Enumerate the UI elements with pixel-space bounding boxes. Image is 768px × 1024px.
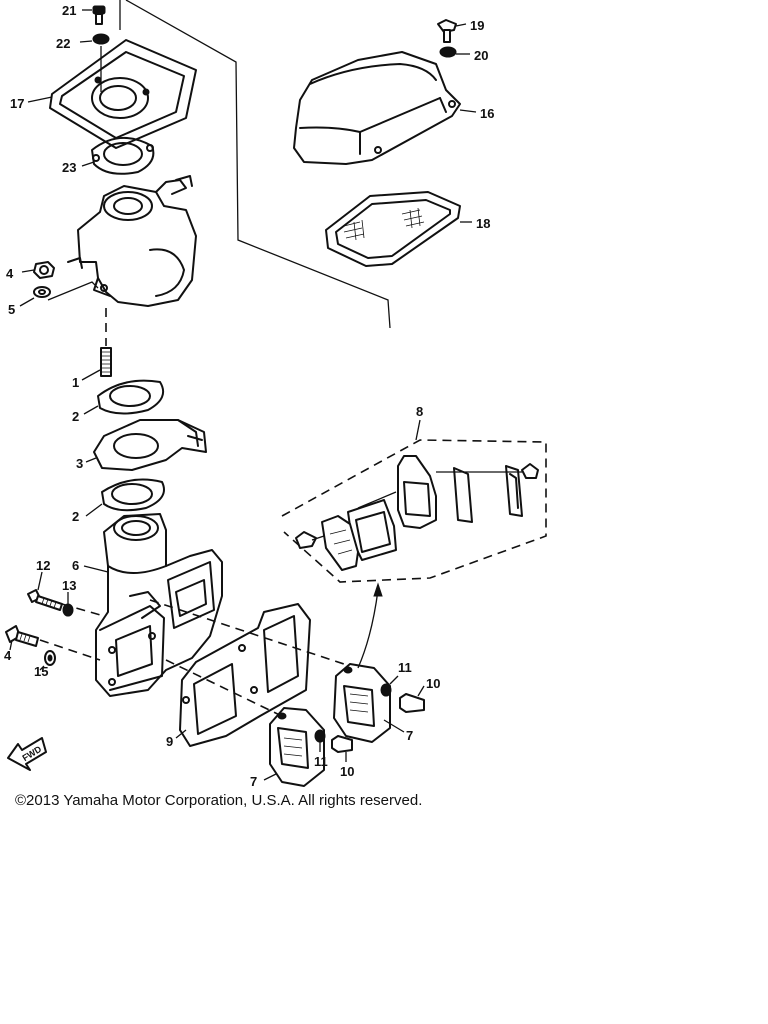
callout-7b: 7: [250, 774, 257, 789]
callout-labels: 21 22 17 23 4 5 1 2 3 2 6 12 13 4 15 9 7…: [4, 3, 494, 789]
callout-13: 13: [62, 578, 76, 593]
callout-10b: 10: [340, 764, 354, 779]
part-19-screw: [437, 19, 467, 43]
callout-12: 12: [36, 558, 50, 573]
part-1-stud: [81, 347, 112, 381]
fwd-arrow-icon: FWD: [7, 737, 47, 771]
part-20-washer: [439, 46, 470, 58]
assembly-line-lower: [39, 599, 351, 721]
callout-4a: 4: [6, 266, 14, 281]
part-2-gasket-upper: [83, 379, 164, 415]
part-18-filter-element: [325, 191, 472, 267]
callout-21: 21: [62, 3, 76, 18]
carburetor-body: [67, 175, 197, 307]
callout-22: 22: [56, 36, 70, 51]
callout-4b: 4: [4, 648, 12, 663]
callout-18: 18: [476, 216, 490, 231]
part-11-washer-right: [380, 675, 399, 697]
part-4-nut: [21, 261, 55, 279]
part-2-gasket-lower: [85, 478, 165, 517]
part-7-reed-valve-left: [263, 707, 325, 787]
part-5-washer: [19, 281, 99, 307]
part-15-washer: [39, 650, 56, 671]
part-11-washer-left: [314, 729, 326, 752]
callout-3: 3: [76, 456, 83, 471]
copyright-notice: ©2013 Yamaha Motor Corporation, U.S.A. A…: [15, 792, 423, 809]
callout-8: 8: [416, 404, 423, 419]
callout-2b: 2: [72, 509, 79, 524]
callout-9: 9: [166, 734, 173, 749]
part-4-bolt: [5, 625, 39, 651]
callout-5: 5: [8, 302, 15, 317]
guide-line-top: [119, 0, 391, 329]
callout-16: 16: [480, 106, 494, 121]
callout-1: 1: [72, 375, 79, 390]
callout-2a: 2: [72, 409, 79, 424]
part-9-gasket: [175, 603, 311, 747]
callout-7a: 7: [406, 728, 413, 743]
callout-19: 19: [470, 18, 484, 33]
part-23-gasket: [81, 136, 155, 175]
callout-15: 15: [34, 664, 48, 679]
part-3-bracket: [85, 419, 207, 471]
callout-23: 23: [62, 160, 76, 175]
callout-11b: 11: [314, 754, 328, 769]
callout-6: 6: [72, 558, 79, 573]
callout-11a: 11: [398, 660, 412, 675]
callout-10a: 10: [426, 676, 440, 691]
part-17-cover-plate: [27, 39, 197, 149]
part-6-intake-manifold: [83, 513, 223, 697]
part-10-screw-right: [399, 685, 425, 713]
part-10-screw-left: [331, 735, 353, 762]
callout-17: 17: [10, 96, 24, 111]
part-16-silencer-cover: [293, 51, 477, 165]
part-21-bolt: [82, 5, 106, 25]
callout-20: 20: [474, 48, 488, 63]
part-22-washer: [79, 33, 110, 45]
part-12-bolt: [27, 571, 63, 611]
part-7-reed-valve-right: [333, 663, 405, 743]
part-8-reed-kit-group: [281, 419, 547, 669]
